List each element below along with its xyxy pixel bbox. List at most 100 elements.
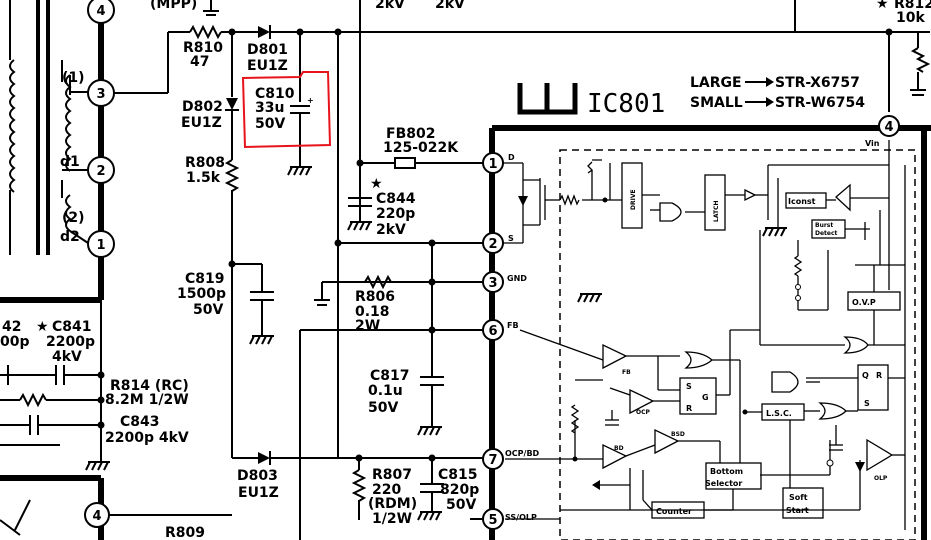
c815-rating: 50V xyxy=(446,497,476,513)
d801-value: EU1Z xyxy=(247,58,288,74)
r814-ref: R814 (RC) xyxy=(110,378,189,394)
c841-mark: ★ xyxy=(36,319,49,335)
c841-ref: C841 xyxy=(52,319,92,335)
svg-text:S: S xyxy=(864,399,870,408)
svg-text:Selector: Selector xyxy=(705,479,742,488)
svg-text:Counter: Counter xyxy=(656,507,692,516)
hv-capacitor-network xyxy=(0,300,232,536)
c810-rating: 50V xyxy=(255,116,285,132)
r806-rating: 2W xyxy=(355,318,380,334)
svg-text:SMALL: SMALL xyxy=(690,95,743,111)
fb802-value: 125-022K xyxy=(383,140,459,156)
ic-pin-7: 7 OCP/BD xyxy=(482,448,540,470)
svg-text:Burst: Burst xyxy=(815,222,833,229)
c844-rating: 2kV xyxy=(376,222,406,238)
transformer-pin-1: 1 xyxy=(87,230,115,258)
ic801-outline xyxy=(489,83,931,540)
c819-rating: 50V xyxy=(193,302,223,318)
r812-value: 10k xyxy=(896,10,925,26)
svg-text:Iconst: Iconst xyxy=(788,197,816,206)
svg-text:5: 5 xyxy=(488,513,497,528)
c842-value: 42 xyxy=(2,319,21,335)
svg-text:S: S xyxy=(686,382,692,391)
svg-text:DRIVE: DRIVE xyxy=(630,189,637,210)
svg-text:Soft: Soft xyxy=(789,493,808,502)
c843-value: 2200p 4kV xyxy=(105,430,189,446)
r814-value: 8.2M 1/2W xyxy=(105,392,189,408)
ic-internal-circuit: DRIVE LATCH Iconst Burst Detect xyxy=(503,140,906,530)
svg-text:Detect: Detect xyxy=(815,230,838,237)
ic-pin-wiring xyxy=(232,239,483,520)
r807-ref: R807 xyxy=(372,467,412,483)
r810-value: 47 xyxy=(190,54,209,70)
r807-value: 220 xyxy=(372,482,401,498)
mpp-label: (MPP) xyxy=(150,0,197,12)
c817-rating: 50V xyxy=(368,400,398,416)
d801-ref: D801 xyxy=(247,42,288,58)
c844-mark: ★ xyxy=(370,176,383,192)
r808-ref: R808 xyxy=(185,155,225,171)
c817-ref: C817 xyxy=(370,368,410,384)
r812-ref: R812 xyxy=(894,0,931,12)
svg-text:Bottom: Bottom xyxy=(710,467,743,476)
c810-value: 33u xyxy=(255,100,284,116)
r807-note: (RDM) xyxy=(368,496,417,512)
d803-value: EU1Z xyxy=(238,485,279,501)
d802-value: EU1Z xyxy=(181,115,222,131)
svg-text:G: G xyxy=(702,393,709,402)
svg-text:OLP: OLP xyxy=(874,475,888,482)
c810-highlight-outline xyxy=(241,71,332,149)
svg-text:Q: Q xyxy=(862,371,869,380)
svg-text:2: 2 xyxy=(96,164,105,179)
winding-2-label: (2) xyxy=(62,210,85,226)
d803-ref: D803 xyxy=(237,468,278,484)
svg-text:Vin: Vin xyxy=(865,139,880,148)
c841-rating: 4kV xyxy=(52,349,82,365)
svg-text:3: 3 xyxy=(96,87,105,102)
ic-pin-3: 3 GND xyxy=(482,271,527,293)
svg-text:OCP/BD: OCP/BD xyxy=(505,449,540,458)
ic-title: IC801 xyxy=(587,89,665,119)
svg-text:STR-X6757: STR-X6757 xyxy=(775,75,860,91)
r812-mark: ★ xyxy=(876,0,889,12)
svg-text:OCP: OCP xyxy=(636,409,651,416)
c815-value: 820p xyxy=(440,482,479,498)
c843-ref: C843 xyxy=(120,414,160,430)
fb802-ref: FB802 xyxy=(386,126,435,142)
svg-text:GND: GND xyxy=(507,274,527,283)
r806-ref: R806 xyxy=(355,289,395,305)
svg-text:2: 2 xyxy=(488,237,497,252)
ground-symbols xyxy=(85,166,787,521)
c819-value: 1500p xyxy=(177,286,226,302)
svg-text:SS/OLP: SS/OLP xyxy=(505,513,537,522)
svg-text:6: 6 xyxy=(488,324,497,339)
svg-text:2kV: 2kV xyxy=(375,0,405,12)
ic-pin-6: 6 FB xyxy=(482,319,519,341)
svg-text:4: 4 xyxy=(92,509,101,524)
svg-text:R: R xyxy=(876,371,882,380)
winding-1-label: (1) xyxy=(62,70,85,86)
d1-label: d1 xyxy=(60,154,80,170)
d2-label: d2 xyxy=(60,229,80,245)
svg-text:3: 3 xyxy=(488,276,497,291)
c815-ref: C815 xyxy=(438,467,478,483)
svg-text:L.S.C.: L.S.C. xyxy=(766,409,792,418)
svg-text:LATCH: LATCH xyxy=(713,200,720,222)
svg-text:+: + xyxy=(307,96,314,105)
svg-text:1: 1 xyxy=(96,238,105,253)
r806-value: 0.18 xyxy=(355,304,390,320)
svg-text:4: 4 xyxy=(884,120,893,135)
c841-value: 2200p xyxy=(46,334,95,350)
svg-text:7: 7 xyxy=(488,453,497,468)
transformer-pin-4-bottom: 4 xyxy=(84,502,110,528)
transformer-pin-2: 2 xyxy=(87,156,115,184)
r809-ref: R809 xyxy=(165,525,205,540)
svg-text:BD: BD xyxy=(614,445,624,452)
c817-value: 0.1u xyxy=(368,383,403,399)
r810-ref: R810 xyxy=(183,40,223,56)
c810-ref: C810 xyxy=(255,86,295,102)
svg-text:R: R xyxy=(686,404,692,413)
